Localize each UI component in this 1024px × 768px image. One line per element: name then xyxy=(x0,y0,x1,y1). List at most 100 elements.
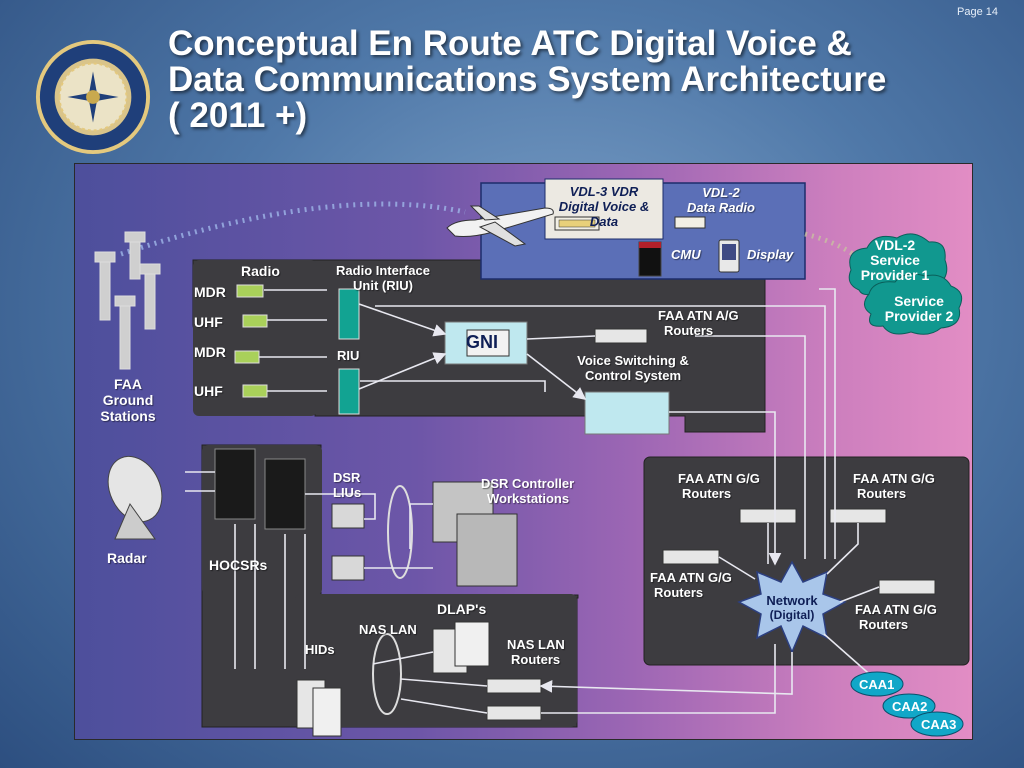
gg-tr-line1: FAA ATN G/G xyxy=(853,471,935,486)
radio-panel-left xyxy=(193,260,317,416)
provider-2-label: Service Provider 2 xyxy=(871,294,967,324)
atn-ag-line1: FAA ATN A/G xyxy=(658,308,739,323)
caa3-label: CAA3 xyxy=(921,717,957,732)
mdr-1-label: MDR xyxy=(194,284,226,300)
service-provider-clouds xyxy=(848,233,963,335)
gg-routers-ml-label: FAA ATN G/G Routers xyxy=(650,570,732,600)
dsr-lius-line1: DSR xyxy=(333,470,361,485)
hocsrs-label: HOCSRs xyxy=(209,557,268,573)
radio-label: Radio xyxy=(241,263,280,279)
vdl3-label: VDL-3 VDR Digital Voice & Data xyxy=(549,184,659,229)
caa1-label: CAA1 xyxy=(859,677,895,692)
network-label: Network (Digital) xyxy=(747,593,837,623)
atn-ag-label: FAA ATN A/G Routers xyxy=(658,308,739,338)
cmu-label: CMU xyxy=(671,247,701,262)
dsr-liu-monitor-2 xyxy=(331,555,365,581)
nas-router-2 xyxy=(486,705,542,721)
provider2-line2: Provider 2 xyxy=(884,308,954,324)
gg-routers-tr-label: FAA ATN G/G Routers xyxy=(853,471,935,501)
gg-br-line1: FAA ATN G/G xyxy=(855,602,937,617)
page-title: Conceptual En Route ATC Digital Voice & … xyxy=(168,26,1008,134)
riu-unit-2 xyxy=(338,368,360,415)
gg-br-line2: Routers xyxy=(859,617,909,632)
uhf2-unit xyxy=(242,384,268,398)
hid-device-2 xyxy=(312,687,342,737)
radar-dish-icon xyxy=(107,455,163,540)
gg-routers-tl-label: FAA ATN G/G Routers xyxy=(678,471,760,501)
vscs-box xyxy=(584,391,670,435)
gg-router-4 xyxy=(878,579,936,595)
airplane-icon xyxy=(446,205,554,247)
gni-label: GNI xyxy=(466,332,499,352)
title-line-2: Data Communications System Architecture xyxy=(168,60,887,99)
ground-line2: Ground xyxy=(102,392,154,408)
gg-tl-line2: Routers xyxy=(682,486,732,501)
architecture-diagram: VDL-3 VDR Digital Voice & Data VDL-2 Dat… xyxy=(74,163,973,740)
vscs-line2: Control System xyxy=(584,368,682,383)
provider2-line1: Service xyxy=(894,293,944,309)
nas-lan-label: NAS LAN xyxy=(359,622,417,637)
provider1-line3: Provider 1 xyxy=(860,267,930,283)
riu-title-line2: Unit (RIU) xyxy=(353,278,413,293)
mdr1-unit xyxy=(236,284,264,298)
riu-title-label: Radio Interface Unit (RIU) xyxy=(325,263,441,293)
dsr-workstations-label: DSR Controller Workstations xyxy=(481,476,574,506)
network-panel xyxy=(643,456,970,666)
riu-label: RIU xyxy=(337,348,360,363)
uhf1-unit xyxy=(242,314,268,328)
uhf-2-label: UHF xyxy=(194,383,223,399)
vscs-label: Voice Switching & Control System xyxy=(559,353,707,383)
dsr-ws-line1: DSR Controller xyxy=(481,476,575,491)
gg-router-1 xyxy=(739,508,797,524)
uhf-1-label: UHF xyxy=(194,314,223,330)
caa-clouds xyxy=(850,671,964,737)
gg-tl-line1: FAA ATN G/G xyxy=(678,471,760,486)
network-line2: (Digital) xyxy=(769,608,815,622)
faa-seal-logo xyxy=(35,39,151,155)
hids-label: HIDs xyxy=(305,642,335,657)
vdl2-line1: VDL-2 xyxy=(702,185,740,200)
hocsr-rack-2 xyxy=(264,458,306,530)
ground-line1: FAA xyxy=(114,376,142,392)
gg-router-3 xyxy=(662,549,720,565)
mdr2-unit xyxy=(234,350,260,364)
ground-stations-label: FAA Ground Stations xyxy=(85,376,171,424)
nas-routers-line2: Routers xyxy=(511,652,561,667)
diagram-graphics xyxy=(94,178,970,737)
vdl3-line3: Data xyxy=(589,214,619,229)
dsr-ws-line2: Workstations xyxy=(487,491,570,506)
atn-ag-router xyxy=(594,328,648,344)
radar-label: Radar xyxy=(107,550,147,566)
vdl2-label: VDL-2 Data Radio xyxy=(671,185,771,215)
vdl3-line1: VDL-3 VDR xyxy=(569,184,639,199)
gg-routers-br-label: FAA ATN G/G Routers xyxy=(855,602,937,632)
dlaps-label: DLAP's xyxy=(437,601,487,617)
riu-unit-1 xyxy=(338,288,360,340)
riu-title-line1: Radio Interface xyxy=(336,263,430,278)
provider1-line2: Service xyxy=(870,252,920,268)
nas-lan-routers-label: NAS LAN Routers xyxy=(507,637,565,667)
caa2-label: CAA2 xyxy=(892,699,928,714)
dsr-liu-monitor-1 xyxy=(331,503,365,529)
ground-station-towers xyxy=(94,231,161,370)
page-number: Page 14 xyxy=(957,6,998,18)
provider1-line1: VDL-2 xyxy=(874,237,916,253)
dsr-workstation-2 xyxy=(456,513,518,587)
gg-ml-line2: Routers xyxy=(654,585,704,600)
vscs-line1: Voice Switching & xyxy=(577,353,689,368)
vdl2-device xyxy=(674,216,706,229)
title-line-1: Conceptual En Route ATC Digital Voice & xyxy=(168,24,852,63)
dsr-lius-label: DSR LIUs xyxy=(333,470,361,500)
gg-ml-line1: FAA ATN G/G xyxy=(650,570,732,585)
mdr-2-label: MDR xyxy=(194,344,226,360)
display-label: Display xyxy=(747,247,794,262)
gg-tr-line2: Routers xyxy=(857,486,907,501)
dsr-lius-line2: LIUs xyxy=(333,485,362,500)
nas-routers-line1: NAS LAN xyxy=(507,637,565,652)
title-line-3: ( 2011 +) xyxy=(168,96,308,135)
gg-router-2 xyxy=(829,508,887,524)
network-line1: Network xyxy=(766,593,818,608)
vdl2-line2: Data Radio xyxy=(687,200,755,215)
ground-line3: Stations xyxy=(100,408,156,424)
dlap-device-2 xyxy=(454,621,490,667)
